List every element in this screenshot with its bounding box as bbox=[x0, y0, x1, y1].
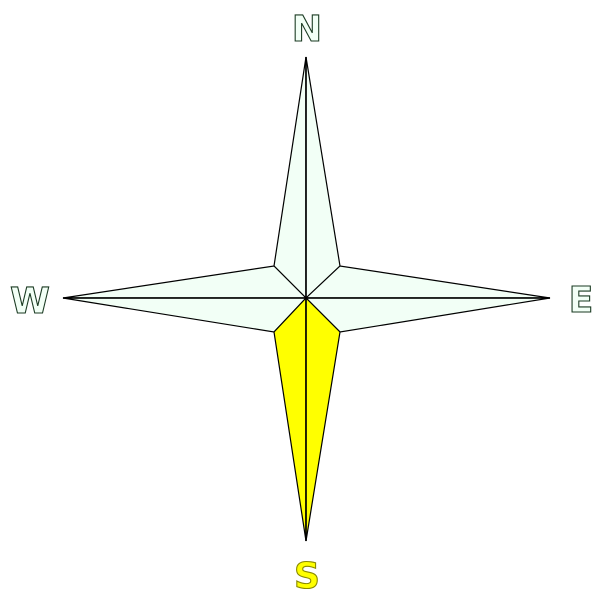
east-arm bbox=[304, 265, 551, 333]
north-label: N bbox=[292, 9, 322, 50]
south-label: S bbox=[294, 556, 320, 597]
west-arm-upper-half bbox=[62, 265, 308, 299]
east-arm-upper-half bbox=[304, 265, 551, 299]
west-label: W bbox=[10, 281, 50, 322]
east-label: E bbox=[569, 280, 594, 321]
west-arm-lower-half bbox=[62, 297, 308, 333]
south-arm bbox=[273, 296, 341, 542]
north-arm bbox=[273, 56, 341, 300]
south-arm-left-half bbox=[273, 296, 307, 542]
north-arm-left-half bbox=[273, 56, 307, 300]
east-arm-lower-half bbox=[304, 297, 551, 333]
south-arm-right-half bbox=[305, 296, 341, 542]
west-arm bbox=[62, 265, 308, 333]
north-arm-right-half bbox=[305, 56, 341, 300]
